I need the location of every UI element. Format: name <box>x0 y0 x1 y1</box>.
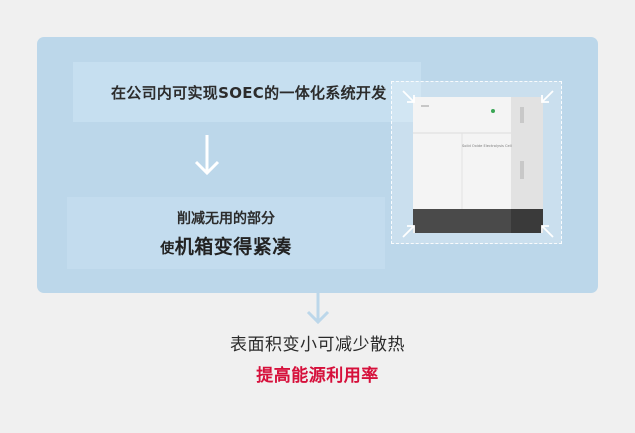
shrink-corner-arrow-icon <box>402 225 415 238</box>
soec-cabinet-image: Solid Oxide Electrolysis Cell <box>413 97 543 233</box>
efficiency-text: 提高能源利用率 <box>256 366 379 386</box>
reduction-text: 削减无用的部分 <box>177 210 275 227</box>
compact-text: 使机箱变得紧凑 <box>160 232 292 259</box>
result-text: 表面积变小可减少散热 提高能源利用率 <box>0 330 635 386</box>
down-arrow-icon <box>194 135 220 176</box>
feature-panel: 在公司内可实现SOEC的一体化系统开发 削减无用的部分 使机箱变得紧凑 Soli… <box>37 37 598 293</box>
heat-loss-text: 表面积变小可减少散热 <box>230 335 405 355</box>
shrink-corner-arrow-icon <box>402 90 415 103</box>
shrink-corner-arrow-icon <box>541 225 554 238</box>
headline-box: 在公司内可实现SOEC的一体化系统开发 <box>73 62 421 122</box>
device-label: Solid Oxide Electrolysis Cell <box>462 144 512 148</box>
compact-emphasis: 机箱变得紧凑 <box>174 235 292 258</box>
headline-text: 在公司内可实现SOEC的一体化系统开发 <box>111 83 387 102</box>
compact-lead: 使 <box>160 240 175 257</box>
down-arrow-icon <box>306 292 330 325</box>
compact-box: 削减无用的部分 使机箱变得紧凑 <box>67 197 385 269</box>
shrink-corner-arrow-icon <box>541 90 554 103</box>
